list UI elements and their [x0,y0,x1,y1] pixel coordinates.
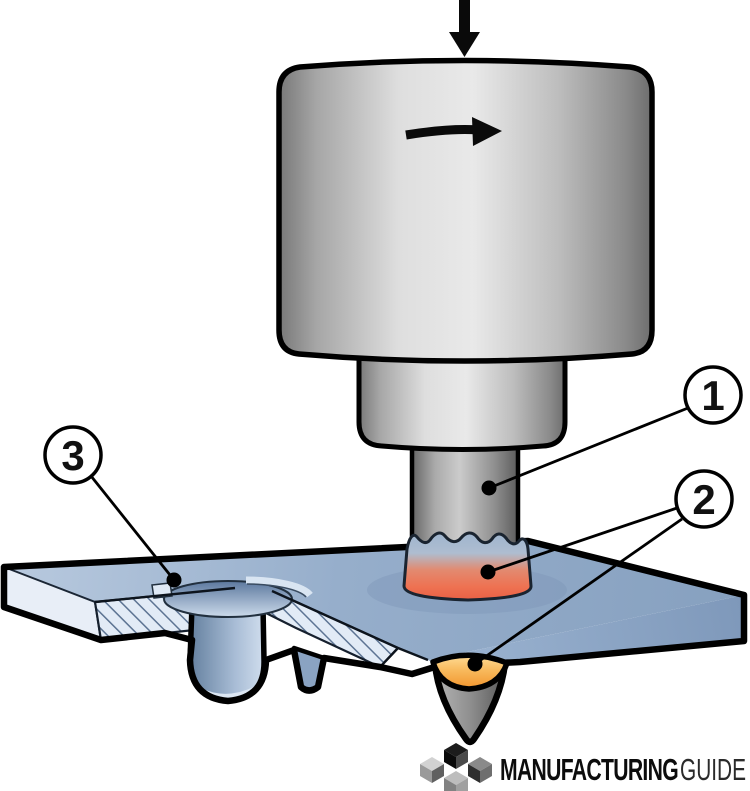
feed-force-arrow-icon [449,0,480,57]
callout-2-dot-tip [467,656,483,672]
callout-3: 3 [43,425,182,588]
callout-2-dot-heat [480,564,496,580]
callout-1-circle [683,365,743,425]
workpiece-plate [0,537,748,705]
spindle-cylinder [276,57,655,364]
callout-1-dot [481,480,497,496]
plate-top-surface [4,541,744,660]
callout-3-number: 3 [61,432,84,479]
heat-glow [430,652,510,692]
logo-text-light: GUIDE [680,752,746,787]
callout-3-dot [166,572,182,588]
brand-logo: MANUFACTURING GUIDE [420,743,746,791]
hole-rim-edge [246,583,307,598]
hole-rim-ring [245,576,313,598]
tool-tip-exit [430,652,510,746]
rotation-arrow-icon [405,117,502,146]
displaced-material-collar [402,531,533,602]
cut-edges [94,586,429,668]
tool-collar [356,349,568,452]
callout-1-number: 1 [701,372,724,419]
callout-2-circle [674,469,734,529]
callout-3-circle [43,425,103,485]
callout-2: 2 [467,469,734,672]
logo-text-bold: MANUFACTURING [500,752,678,787]
cubes-logo-icon [420,743,492,791]
callout-2-number: 2 [692,476,715,523]
rotating-tool [276,57,655,559]
callout-1: 1 [481,365,743,496]
plate-outline [0,537,748,705]
